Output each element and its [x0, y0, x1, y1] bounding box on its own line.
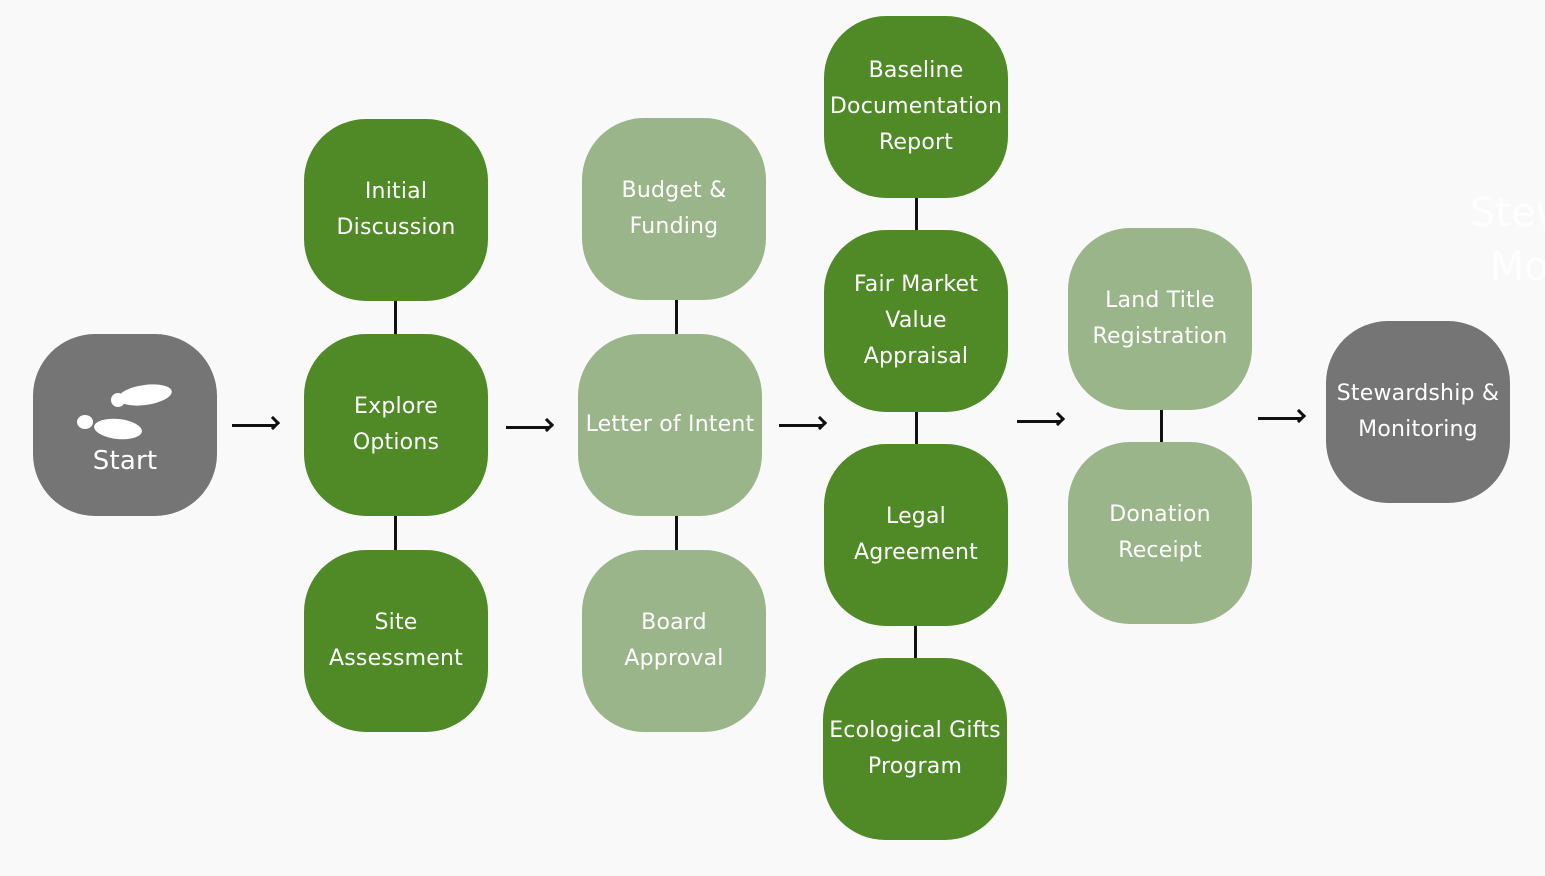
arrow-col4-to-end	[1258, 417, 1302, 420]
arrow-col3-to-col4	[1017, 420, 1061, 423]
connector-col1-b	[394, 514, 397, 552]
node-board-approval[interactable]: Board Approval	[582, 550, 766, 732]
arrow-col1-to-col2	[506, 426, 550, 429]
connector-col4-a	[1160, 408, 1163, 444]
node-land-title-registration[interactable]: Land Title Registration	[1068, 228, 1252, 410]
node-stewardship-monitoring[interactable]: Stewardship & Monitoring	[1326, 321, 1510, 503]
node-ecological-gifts-program[interactable]: Ecological Gifts Program	[823, 658, 1007, 840]
node-letter-of-intent[interactable]: Letter of Intent	[578, 334, 762, 516]
ghost-text: Stew Mo	[1470, 190, 1545, 290]
node-explore-options[interactable]: Explore Options	[304, 334, 488, 516]
connector-col3-a	[915, 196, 918, 232]
node-budget-funding[interactable]: Budget & Funding	[582, 118, 766, 300]
node-initial-discussion[interactable]: Initial Discussion	[304, 119, 488, 301]
node-donation-receipt[interactable]: Donation Receipt	[1068, 442, 1252, 624]
connector-col2-a	[675, 298, 678, 336]
connector-col1-a	[394, 298, 397, 336]
arrow-col2-to-col3	[779, 424, 823, 427]
node-site-assessment[interactable]: Site Assessment	[304, 550, 488, 732]
node-legal-agreement[interactable]: Legal Agreement	[824, 444, 1008, 626]
connector-col2-b	[675, 514, 678, 552]
start-label: Start	[92, 446, 158, 476]
arrow-start-to-col1	[232, 424, 276, 427]
connector-col3-b	[915, 410, 918, 446]
start-node[interactable]: Start	[33, 334, 217, 516]
footprints-icon	[77, 384, 172, 440]
node-fair-market-value-appraisal[interactable]: Fair Market Value Appraisal	[824, 230, 1008, 412]
connector-col3-c	[914, 624, 917, 660]
node-baseline-documentation-report[interactable]: Baseline Documentation Report	[824, 16, 1008, 198]
